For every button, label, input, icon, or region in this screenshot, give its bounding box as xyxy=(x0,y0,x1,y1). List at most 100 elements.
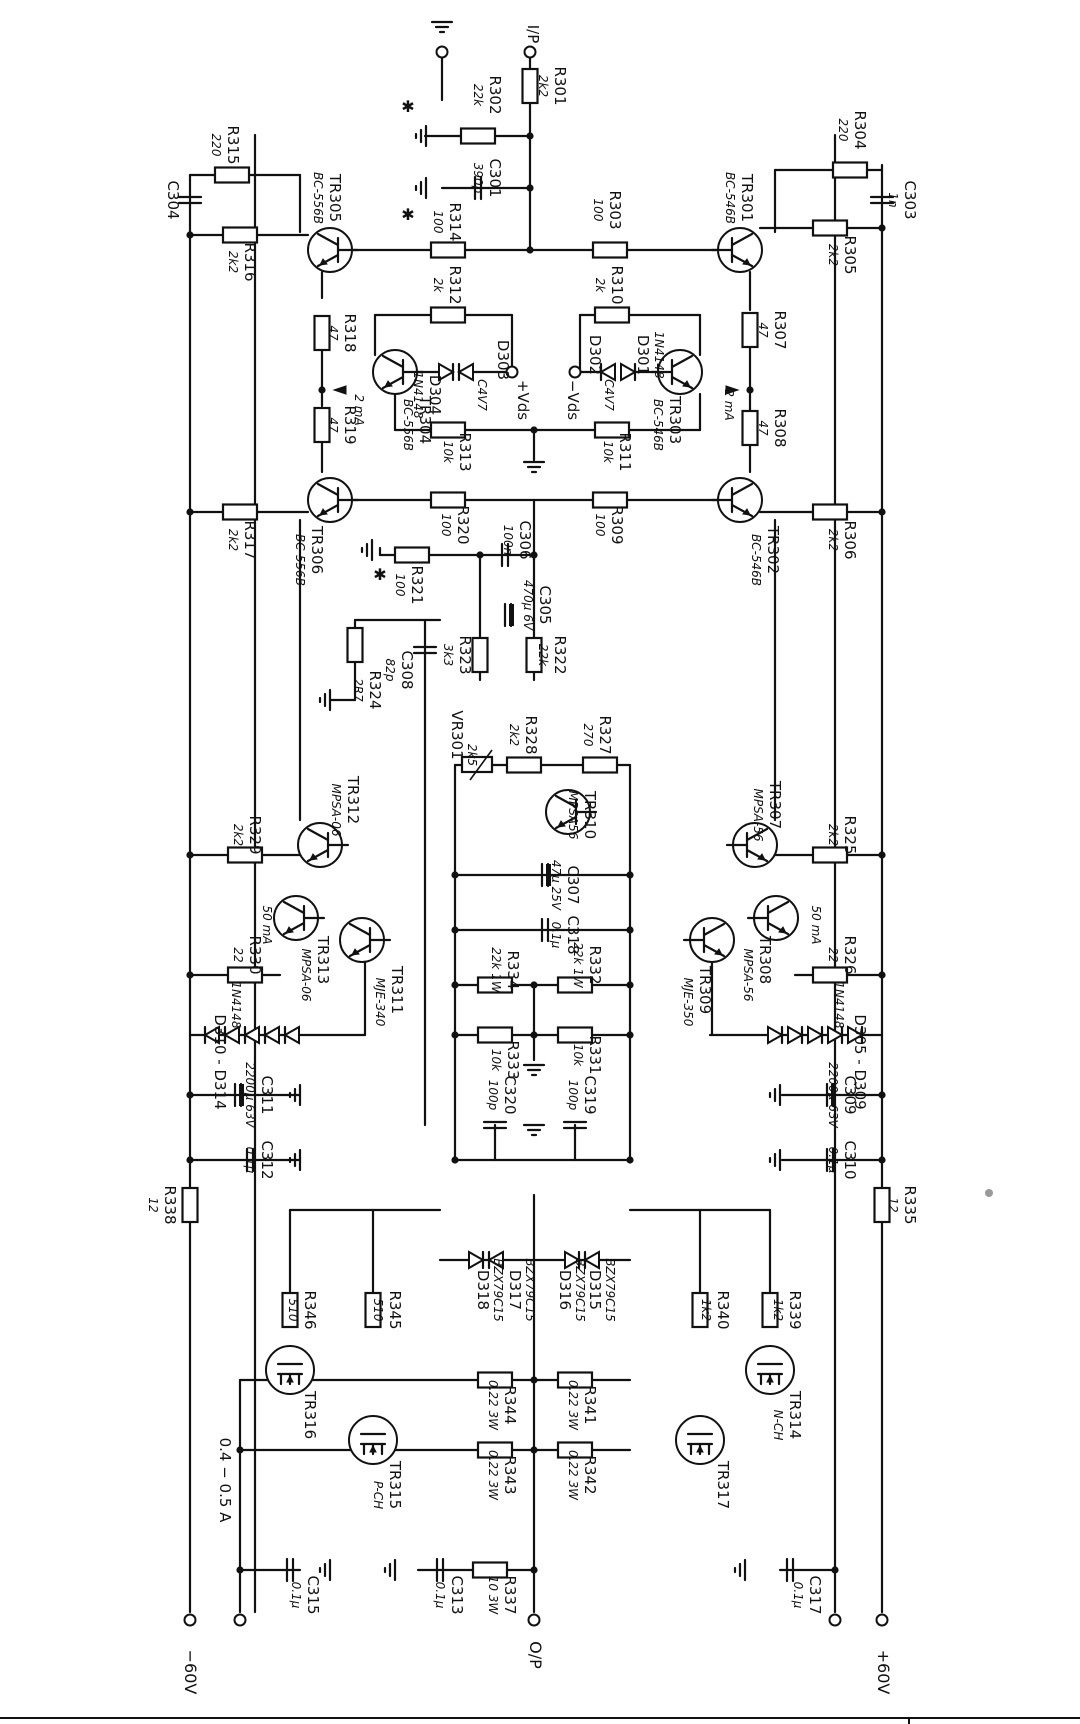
star-ground-marker: ✱ xyxy=(401,205,414,224)
ref-r329: R329 xyxy=(246,815,264,854)
mosfet-tr314-arrow xyxy=(766,1374,774,1383)
ref-r338: R338 xyxy=(161,1185,179,1224)
value-r331: 10k xyxy=(571,1044,585,1067)
ref-r325: R325 xyxy=(841,815,859,854)
ref-r344: R344 xyxy=(501,1385,519,1424)
diode-icon xyxy=(282,1025,300,1045)
junction-dot xyxy=(186,1091,194,1099)
ref-r313: R313 xyxy=(456,432,474,471)
diode-icon xyxy=(202,1025,220,1045)
value-r329: 2k2 xyxy=(231,824,245,846)
resistor-r322 xyxy=(525,636,543,674)
diode-icon xyxy=(847,1025,865,1045)
value-r317: 2k2 xyxy=(226,529,240,551)
junction-dot xyxy=(236,1446,244,1454)
star-ground-marker: ✱ xyxy=(401,97,414,116)
type-tr309: MJE-350 xyxy=(681,978,695,1027)
ref-r308: R308 xyxy=(771,408,789,447)
transistor-tr301-collector xyxy=(730,232,754,247)
value-r332: 22k 1W xyxy=(571,942,585,989)
mosfet-tr315-arrow xyxy=(369,1444,377,1453)
value-r311: 10k xyxy=(601,441,615,464)
ref-tr313: TR313 xyxy=(314,935,332,984)
ref-r345: R345 xyxy=(386,1290,404,1329)
diode-icon xyxy=(242,1025,260,1045)
ref-r319: R319 xyxy=(341,405,359,444)
scan-smudge xyxy=(985,1189,993,1197)
value-r340: 1k2 xyxy=(699,1299,713,1321)
ref-r314: R314 xyxy=(446,202,464,241)
type-d315: BZX79C15 xyxy=(603,1258,617,1322)
type-tr302: BC-546B xyxy=(749,534,763,586)
value-vr301: 2k5 xyxy=(465,744,479,766)
resistor-r334 xyxy=(476,976,514,994)
ref-c305: C305 xyxy=(536,585,554,624)
ref-tr314: TR314 xyxy=(786,1390,804,1439)
resistor-r337 xyxy=(471,1561,509,1579)
resistor-r313 xyxy=(429,421,467,439)
capacitor-c311-polarised xyxy=(239,1084,244,1106)
value-r307: 47 xyxy=(756,322,770,338)
ref-r340: R340 xyxy=(714,1290,732,1329)
junction-dot xyxy=(186,231,194,239)
ref-r321: R321 xyxy=(408,565,426,604)
ref-c318: C318 xyxy=(564,915,582,954)
junction-dot xyxy=(626,981,634,989)
schematic-components xyxy=(177,20,895,1627)
ref-r309: R309 xyxy=(608,505,626,544)
ref-c306: C306 xyxy=(516,520,534,559)
ref-r303: R303 xyxy=(606,190,624,229)
value-c308: 82p xyxy=(383,659,397,682)
value-r343: 0.22 3W xyxy=(486,1450,500,1501)
terminal-circle xyxy=(527,1613,541,1627)
value-r313: 10k xyxy=(441,441,455,464)
value-r302: 22k xyxy=(471,84,485,107)
type-tr313: MPSA-06 xyxy=(299,948,313,1001)
junction-dot xyxy=(526,132,534,140)
type-tr303: BC-546B xyxy=(651,399,665,451)
resistor-r317 xyxy=(221,503,259,521)
ref-d303: D303 xyxy=(494,340,512,380)
value-r334: 22k 1W xyxy=(489,947,503,994)
transistor-tr310-collector xyxy=(554,794,578,809)
transistor-tr307-emitter-arrow xyxy=(757,853,766,861)
resistor-r324 xyxy=(346,626,364,664)
ref-c303: C303 xyxy=(901,180,919,219)
ref-r317: R317 xyxy=(241,520,259,559)
value-r344: 0.22 3W xyxy=(486,1380,500,1431)
resistor-r342 xyxy=(556,1441,594,1459)
ref-d317: D317 xyxy=(506,1270,524,1310)
ref-r339: R339 xyxy=(786,1290,804,1329)
current-arrow-icon xyxy=(725,385,740,395)
value-c303: 1n xyxy=(886,192,900,207)
value-c320: 100p xyxy=(486,1080,500,1111)
resistor-r305 xyxy=(811,219,849,237)
resistor-r316 xyxy=(221,226,259,244)
resistor-r339 xyxy=(761,1291,779,1329)
transistor-tr313-collector xyxy=(282,900,306,915)
resistor-r307 xyxy=(741,311,759,349)
value-c307: 47µ 25V xyxy=(549,860,563,911)
ref-tr316: TR316 xyxy=(301,1390,319,1439)
ref-c311: C311 xyxy=(258,1075,276,1114)
ref-r311: R311 xyxy=(616,432,634,471)
resistor-r306 xyxy=(811,503,849,521)
transistor-tr311-collector xyxy=(348,922,372,937)
note-tail-current-left: 2 mA xyxy=(352,394,366,425)
ref-r341: R341 xyxy=(581,1385,599,1424)
ref-r304: R304 xyxy=(851,110,869,149)
type-tr301: BC-546B xyxy=(723,172,737,224)
capacitor-c305-polarised xyxy=(509,604,514,626)
vds-pos-label: +Vds xyxy=(514,380,532,420)
value-c319: 100p xyxy=(566,1080,580,1111)
resistor-r331 xyxy=(556,1026,594,1044)
junction-dot xyxy=(878,1091,886,1099)
resistor-r326 xyxy=(811,966,849,984)
type-d301: 1N4148 xyxy=(652,331,666,379)
ref-r330: R330 xyxy=(246,935,264,974)
resistor-r318 xyxy=(313,314,331,352)
transistor-tr308-collector xyxy=(766,900,790,915)
diode-icon xyxy=(767,1025,785,1045)
diode-icon xyxy=(620,362,638,382)
value-r301: 2k2 xyxy=(536,75,550,97)
